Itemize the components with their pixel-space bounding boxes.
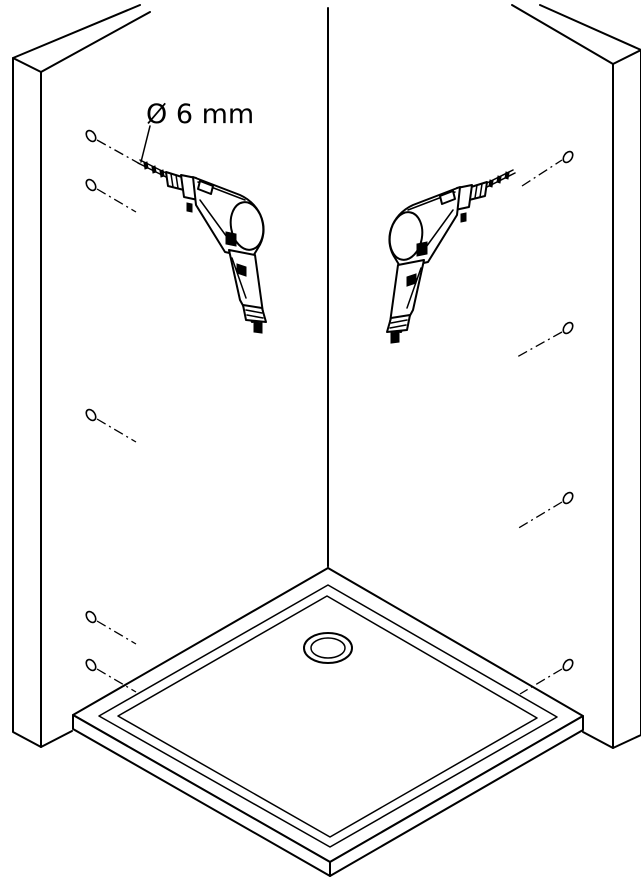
hole-left-2 [85,178,137,213]
drain-icon [303,632,353,664]
right-drill-axis [521,159,563,187]
hole-right-4 [519,658,574,695]
drill-diameter-label: Ø 6 mm [146,99,254,130]
left-wall [12,4,151,748]
hole-left-1 [85,129,141,165]
electric-drill-icon [137,159,267,334]
hole-left-3 [85,408,137,443]
electric-drill-icon [386,169,516,344]
hole-right-3 [516,491,574,530]
diameter-callout: Ø 6 mm [140,99,254,163]
shower-tray [72,565,584,877]
hole-left-4 [85,610,137,645]
callout-leader [140,125,151,163]
left-wall-holes [85,129,141,693]
right-wall-holes [516,150,574,695]
hole-right-1 [562,150,574,164]
hole-right-2 [516,321,574,358]
hole-left-5 [85,658,137,693]
right-wall [511,4,641,749]
